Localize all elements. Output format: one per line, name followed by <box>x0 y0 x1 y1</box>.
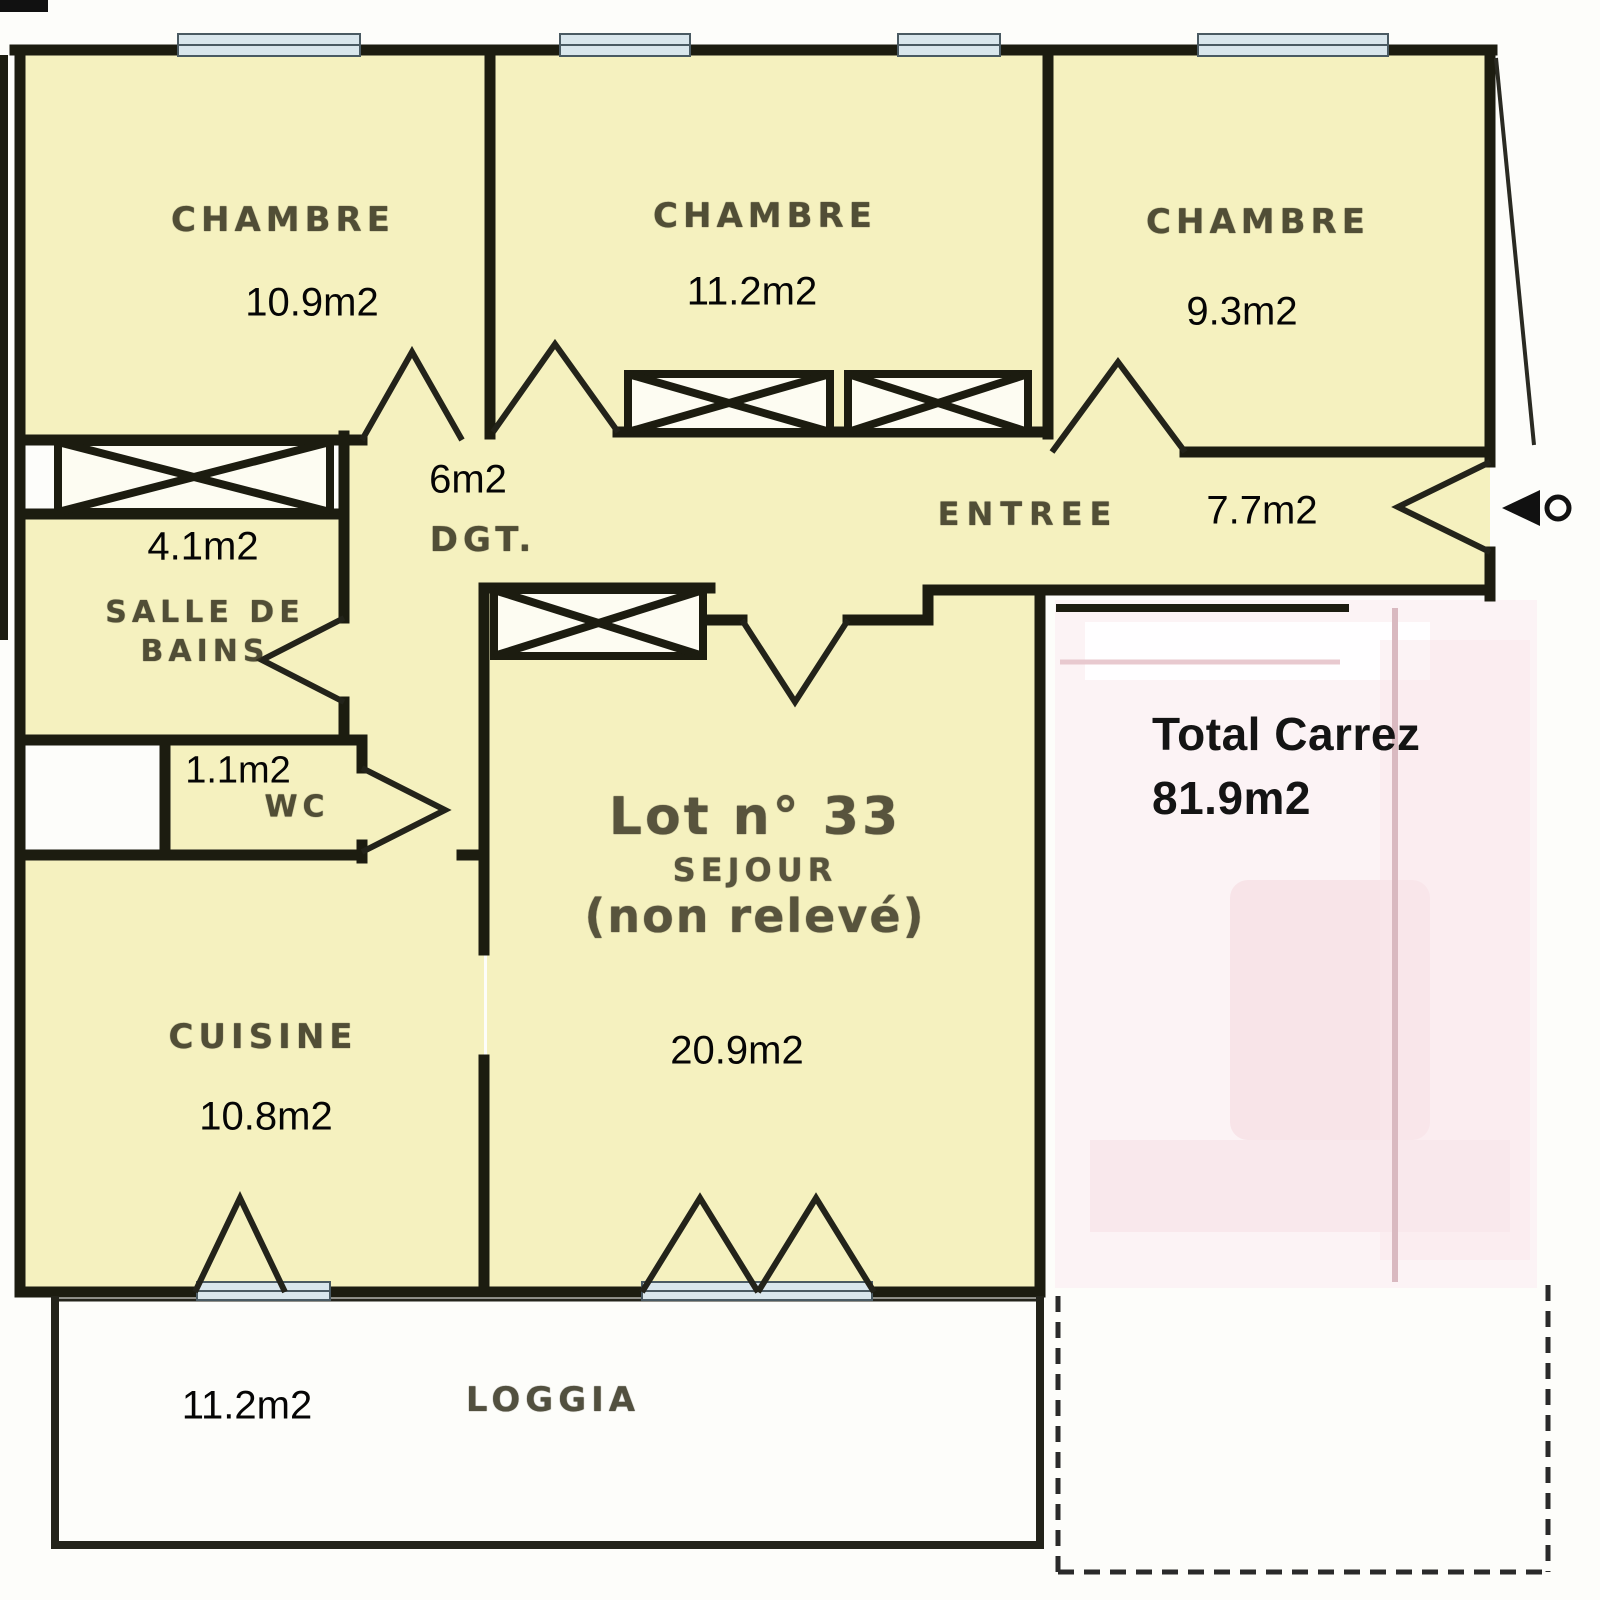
total-carrez-label: Total Carrez <box>1152 708 1421 760</box>
room-chambre1-fill <box>20 50 487 440</box>
area-label-entree: 7.7m2 <box>1206 488 1318 533</box>
closet-box <box>54 438 334 516</box>
room-label-sdb: SALLE DE BAINS <box>105 595 305 669</box>
area-label-dgt: 6m2 <box>429 457 507 502</box>
room-label-wc: WC <box>264 789 330 825</box>
door-swing <box>1391 459 1492 555</box>
door-swing <box>255 615 346 705</box>
room-wc-fill <box>165 740 362 855</box>
area-label-sdb: 4.1m2 <box>147 524 259 569</box>
misc-marks <box>0 0 1572 640</box>
door-swing <box>639 1192 761 1294</box>
closet-boxes <box>54 370 1032 660</box>
total-carrez-block: Total Carrez 81.9m2 <box>1152 702 1420 831</box>
room-label-sejour: SEJOUR <box>672 851 838 889</box>
room-label-cuisine: CUISINE <box>168 1017 358 1057</box>
area-label-sejour: 20.9m2 <box>670 1028 804 1073</box>
door-swing <box>755 1192 877 1294</box>
scan-artifact <box>0 55 8 640</box>
area-label-chambre3: 9.3m2 <box>1186 289 1298 334</box>
room-label-chambre3: CHAMBRE <box>1146 202 1370 242</box>
room-label-entree: ENTREE <box>937 495 1119 533</box>
room-label-loggia: LOGGIA <box>465 1380 641 1420</box>
sejour-note-label: (non relevé) <box>584 889 926 943</box>
room-label-chambre1: CHAMBRE <box>171 200 395 240</box>
area-label-chambre1: 10.9m2 <box>245 280 379 325</box>
window <box>196 1281 331 1301</box>
door-swing <box>739 618 851 708</box>
closet-box <box>844 370 1032 436</box>
scan-artifact <box>0 0 48 12</box>
room-chambre2-fill <box>493 50 1045 432</box>
closet-box <box>624 370 834 436</box>
room-entree-fill <box>640 435 1490 590</box>
door-swing <box>490 338 621 434</box>
room-sdb-fill <box>20 512 344 740</box>
room-label-chambre2: CHAMBRE <box>653 196 877 236</box>
door-swing <box>1049 356 1188 454</box>
closet-box <box>490 586 707 660</box>
stair-diagonal-line <box>1494 57 1536 446</box>
door-swing <box>192 1191 288 1294</box>
room-sejour-fill <box>487 588 1040 1292</box>
faded-neighbour-zone <box>1055 600 1537 1288</box>
room-fills <box>20 50 1490 1292</box>
area-label-chambre2: 11.2m2 <box>686 269 818 314</box>
area-label-loggia: 11.2m2 <box>181 1383 313 1428</box>
dashed-lot-boundary <box>1055 1285 1551 1575</box>
windows <box>177 33 1389 1301</box>
total-carrez-value: 81.9m2 <box>1152 772 1312 825</box>
entrance-marker-icon <box>1544 494 1572 522</box>
area-label-wc: 1.1m2 <box>185 749 291 792</box>
room-chambre3-fill <box>1052 50 1490 450</box>
lot-number-label: Lot n° 33 <box>608 787 902 847</box>
door-swing <box>359 345 465 442</box>
window <box>559 33 691 57</box>
area-label-cuisine: 10.8m2 <box>199 1094 333 1139</box>
hall-strip-fill <box>344 440 487 855</box>
door-swing <box>360 765 452 855</box>
window <box>177 33 361 57</box>
window <box>897 33 1001 57</box>
window <box>1197 33 1389 57</box>
room-label-dgt: DGT. <box>429 520 537 560</box>
door-swings <box>192 338 1492 1294</box>
entrance-arrow-icon <box>1502 490 1540 526</box>
